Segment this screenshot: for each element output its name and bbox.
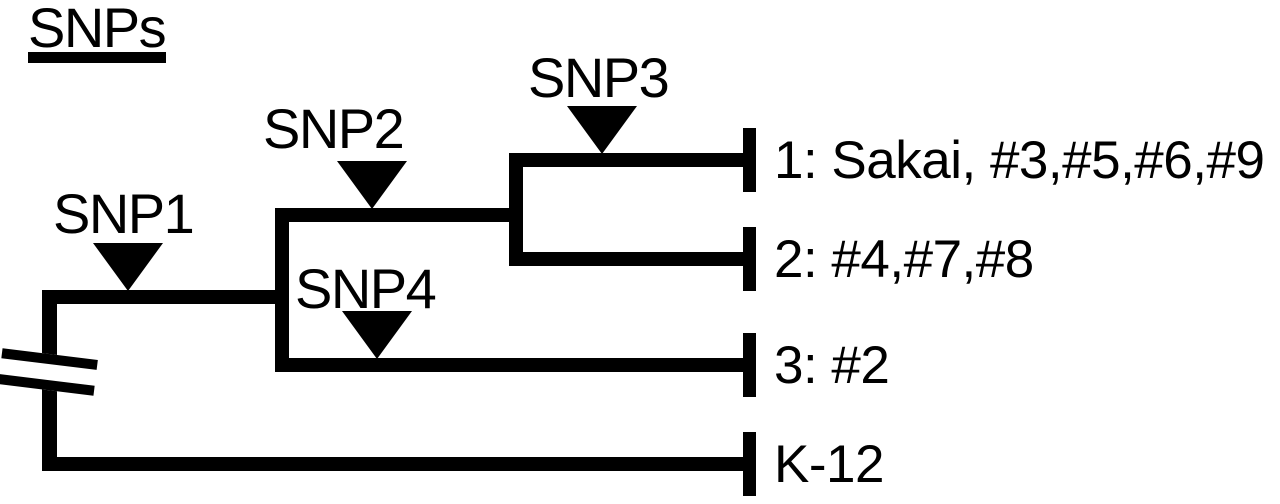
taxon2-branch: [509, 252, 745, 266]
taxon2-label: 2: #4,#7,#8: [774, 229, 1034, 289]
snp3-label: SNP3: [528, 46, 670, 109]
taxon2-tip-bar: [743, 227, 756, 291]
snp4-triangle-marker-icon: [342, 311, 412, 359]
snp3-triangle-marker-icon: [567, 106, 637, 154]
taxon1-taxon2-vertical-connector: [509, 153, 523, 266]
taxon1-branch: [509, 153, 745, 167]
k12-label: K-12: [774, 434, 884, 494]
taxon3-branch: [275, 358, 745, 372]
snp2-label: SNP2: [263, 97, 405, 160]
k12-branch: [42, 457, 745, 471]
taxon3-label: 3: #2: [774, 335, 890, 395]
snp1-branch: [42, 290, 289, 304]
snp2-triangle-marker-icon: [337, 161, 407, 209]
snp2-branch: [275, 208, 523, 222]
snp4-label: SNP4: [295, 257, 437, 320]
snp1-label: SNP1: [53, 182, 195, 245]
taxon3-tip-bar: [743, 333, 756, 397]
snp1-triangle-marker-icon: [93, 243, 163, 291]
snp2-snp4-vertical-connector: [275, 208, 289, 372]
root-branch-break-icon: [0, 348, 98, 396]
taxon1-tip-bar: [743, 128, 756, 192]
title-underline: [28, 52, 166, 63]
figure-title: SNPs: [28, 0, 167, 59]
taxon1-label: 1: Sakai, #3,#5,#6,#9: [774, 130, 1265, 190]
k12-tip-bar: [743, 432, 756, 496]
